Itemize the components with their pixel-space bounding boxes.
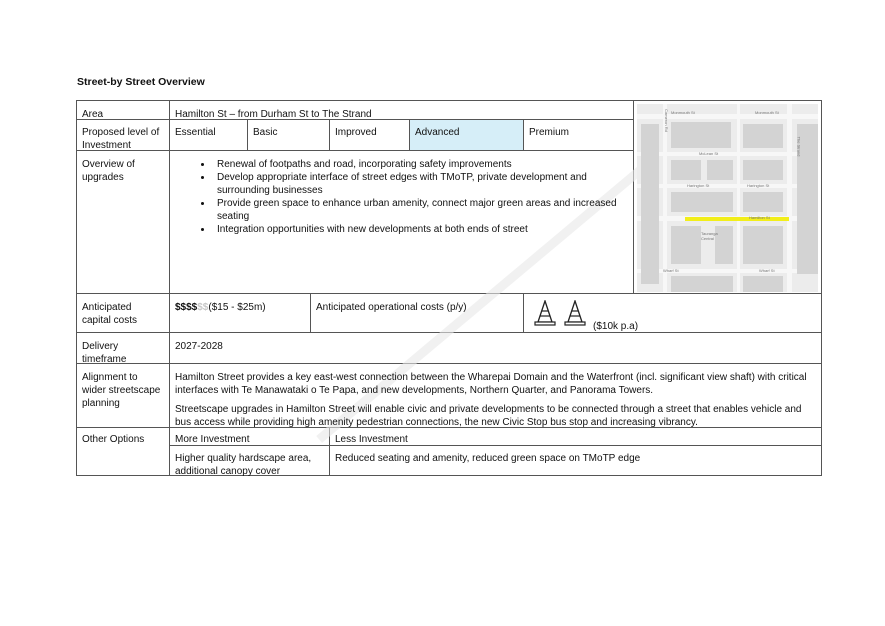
operational-value: ($10k p.a) xyxy=(593,321,639,332)
location-map: Monmouth St Monmouth St McLean St Haring… xyxy=(637,104,818,292)
map-label: Monmouth St xyxy=(671,110,695,115)
alignment-paragraph: Hamilton Street provides a key east-west… xyxy=(175,372,807,396)
delivery-value: 2027-2028 xyxy=(175,341,223,352)
level-basic: Basic xyxy=(253,127,278,138)
traffic-cone-icon xyxy=(534,300,556,326)
alignment-text: Hamilton Street provides a key east-west… xyxy=(170,367,820,433)
map-label: Monmouth St xyxy=(755,110,779,115)
less-investment-value: Reduced seating and amenity, reduced gre… xyxy=(335,453,641,464)
level-essential: Essential xyxy=(175,127,216,138)
bullet-item: Provide green space to enhance urban ame… xyxy=(213,197,625,223)
area-value: Hamilton St – from Durham St to The Stra… xyxy=(175,109,372,120)
overview-table xyxy=(76,100,822,476)
bullet-item: Develop appropriate interface of street … xyxy=(213,171,625,197)
bullet-item: Integration opportunities with new devel… xyxy=(213,223,625,236)
less-investment-header: Less Investment xyxy=(335,434,408,445)
map-label: Cameron Rd xyxy=(663,109,669,132)
more-investment-header: More Investment xyxy=(175,434,250,445)
map-label: Wharf St xyxy=(663,268,679,273)
alignment-paragraph: Streetscape upgrades in Hamilton Street … xyxy=(175,404,802,428)
map-label: Hamilton St xyxy=(749,215,770,220)
bullet-item: Renewal of footpaths and road, incorpora… xyxy=(213,158,625,171)
more-investment-value: Higher quality hardscape area, additiona… xyxy=(175,453,312,477)
hamilton-street-highlight xyxy=(685,217,789,221)
overview-bullets: Renewal of footpaths and road, incorpora… xyxy=(170,154,630,240)
map-label: Tauranga Central xyxy=(701,231,718,241)
cost-range: ($15 - $25m) xyxy=(208,302,266,313)
map-label: The Strand xyxy=(796,136,802,157)
level-improved: Improved xyxy=(335,127,377,138)
level-premium: Premium xyxy=(529,127,570,138)
cost-level-empty: $$ xyxy=(197,302,209,313)
operational-label: Anticipated operational costs (p/y) xyxy=(316,302,467,313)
alignment-label: Alignment to wider streetscape planning xyxy=(82,372,161,409)
map-label: McLean St xyxy=(699,151,719,156)
map-label: Harington St xyxy=(747,183,770,188)
overview-label: Overview of upgrades xyxy=(82,159,135,183)
selected-level-highlight xyxy=(410,120,523,150)
delivery-label: Delivery timeframe xyxy=(82,341,127,365)
map-label: Harington St xyxy=(687,183,710,188)
level-advanced: Advanced xyxy=(415,127,460,138)
area-label: Area xyxy=(82,109,104,120)
cost-level-filled: $$$$ xyxy=(175,302,198,313)
traffic-cone-icon xyxy=(564,300,586,326)
capital-label: Anticipated capital costs xyxy=(82,302,138,326)
investment-label: Proposed level of Investment xyxy=(82,127,160,151)
capital-value: $$$$$$($15 - $25m) xyxy=(170,297,271,318)
page-title: Street-by Street Overview xyxy=(77,76,205,88)
options-label: Other Options xyxy=(82,434,145,445)
map-label: Wharf St xyxy=(759,268,775,273)
